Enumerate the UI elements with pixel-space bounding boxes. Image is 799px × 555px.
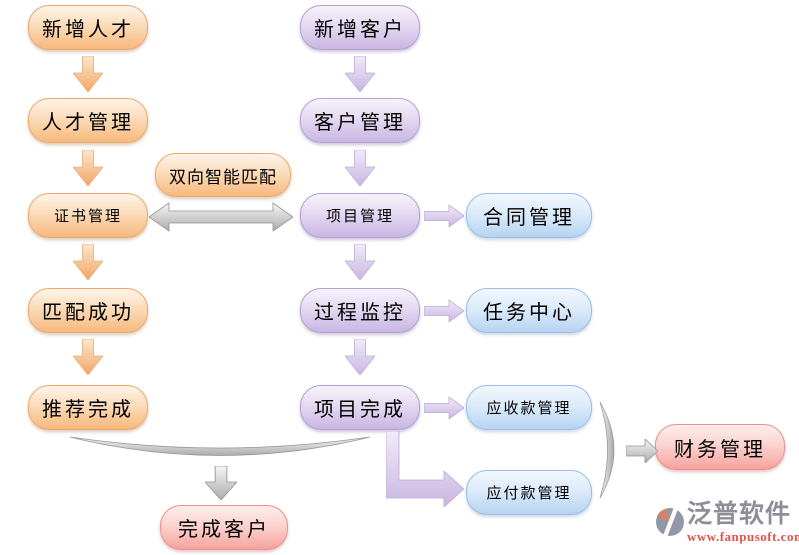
vendor-url: www.fanpusoft.com: [687, 529, 799, 544]
arrow-elbow-project-complete-to-payables-icon: [386, 431, 464, 507]
node-customer-management-label: 客户管理: [314, 112, 406, 134]
node-recommend-complete: 推荐完成: [28, 385, 148, 430]
arrow-down-talent-management-to-certificate-management-icon: [73, 150, 103, 186]
arrow-double-certificate-project-match-icon: [149, 202, 293, 232]
node-contract-management-label: 合同管理: [483, 207, 575, 229]
arrow-down-new-customer-to-customer-management-icon: [345, 56, 375, 92]
node-process-monitor-label: 过程监控: [314, 302, 406, 324]
arrow-down-certificate-management-to-match-success-icon: [73, 244, 103, 280]
connector-bracket-merge-icon: [599, 401, 615, 499]
arrow-right-to-finance-management-icon: [626, 439, 658, 463]
arrow-down-match-success-to-recommend-complete-icon: [73, 339, 103, 375]
node-project-complete-label: 项目完成: [314, 399, 406, 421]
node-match-success: 匹配成功: [28, 288, 148, 333]
arrow-down-project-management-to-process-monitor-icon: [345, 244, 375, 280]
node-task-center-label: 任务中心: [483, 302, 575, 324]
arrow-right-project-management-to-contract-management-icon: [424, 204, 464, 228]
node-customer-management: 客户管理: [300, 98, 420, 143]
fanpu-logo-icon: [656, 508, 684, 536]
node-new-customer: 新增客户: [300, 5, 420, 50]
arrow-down-process-monitor-to-project-complete-icon: [345, 339, 375, 375]
node-task-center: 任务中心: [466, 288, 592, 333]
connector-swoosh-merge-icon: [69, 436, 371, 456]
node-payables-management-label: 应付款管理: [486, 486, 572, 502]
node-finance-management-label: 财务管理: [674, 438, 766, 461]
node-contract-management: 合同管理: [466, 193, 592, 238]
node-bidirectional-smart-match-label: 双向智能匹配: [169, 167, 277, 187]
node-finance-management: 财务管理: [655, 424, 785, 470]
node-recommend-complete-label: 推荐完成: [42, 399, 134, 421]
node-new-customer-label: 新增客户: [314, 19, 406, 41]
arrow-down-new-talent-to-talent-management-icon: [73, 56, 103, 92]
vendor-brand: 泛普软件: [687, 501, 792, 528]
node-payables-management: 应付款管理: [466, 470, 592, 515]
node-bidirectional-smart-match: 双向智能匹配: [155, 153, 291, 197]
node-project-management-label: 项目管理: [325, 209, 394, 225]
node-complete-customer-label: 完成客户: [178, 519, 270, 541]
arrow-right-project-complete-to-receivables-icon: [424, 396, 464, 420]
node-project-complete: 项目完成: [300, 385, 420, 430]
node-process-monitor: 过程监控: [300, 288, 420, 333]
node-new-talent-label: 新增人才: [42, 19, 134, 41]
node-match-success-label: 匹配成功: [42, 302, 134, 324]
node-new-talent: 新增人才: [28, 5, 148, 50]
node-receivables-management: 应收款管理: [466, 385, 592, 430]
node-project-management: 项目管理: [300, 193, 420, 238]
arrow-down-customer-management-to-project-management-icon: [345, 150, 375, 186]
node-talent-management-label: 人才管理: [42, 112, 134, 134]
node-certificate-management-label: 证书管理: [53, 209, 122, 225]
arrow-right-process-monitor-to-task-center-icon: [424, 299, 464, 323]
node-complete-customer: 完成客户: [160, 505, 288, 550]
node-talent-management: 人才管理: [28, 98, 148, 143]
vendor-watermark-text: 泛普软件 www.fanpusoft.com: [687, 501, 799, 544]
node-certificate-management: 证书管理: [28, 193, 148, 238]
arrow-down-to-complete-customer-icon: [205, 466, 237, 500]
vendor-watermark: 泛普软件 www.fanpusoft.com: [655, 501, 799, 544]
node-receivables-management-label: 应收款管理: [486, 401, 572, 417]
